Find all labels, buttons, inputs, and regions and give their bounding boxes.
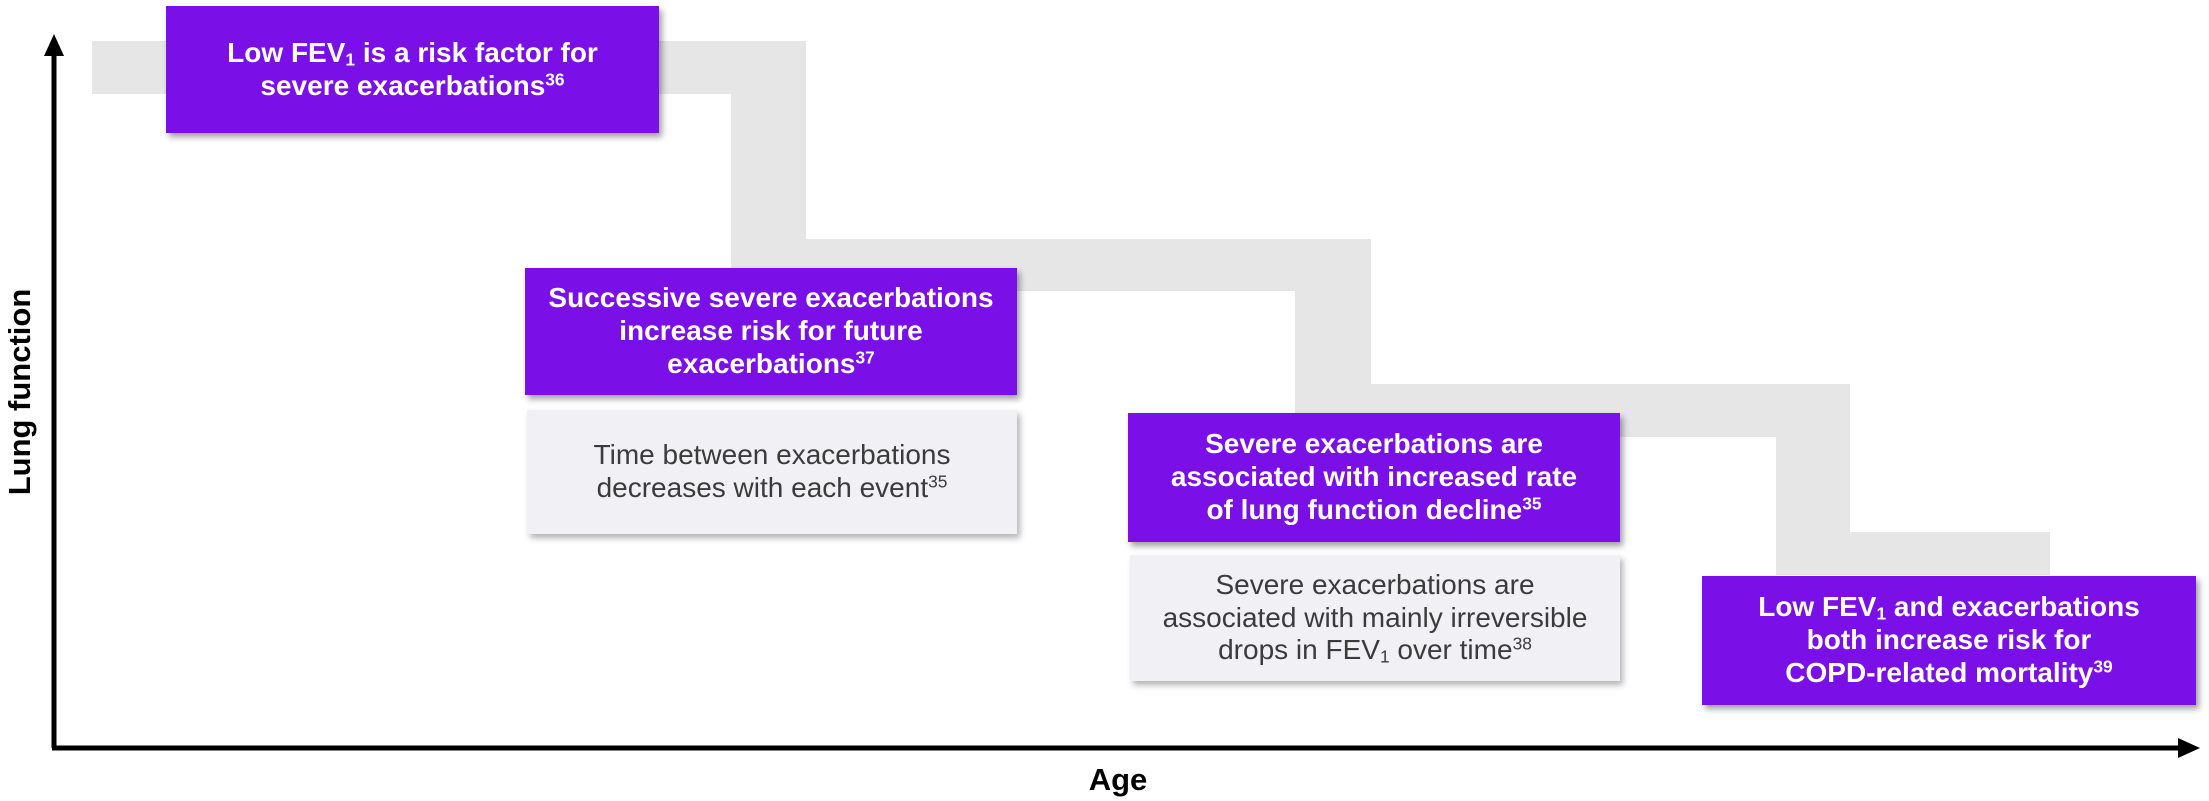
y-axis-label: Lung function — [2, 288, 37, 496]
step4-callout: Low FEV1 and exacerbations both increase… — [1702, 576, 2196, 705]
step3-note-c: drops in FEV — [1218, 634, 1380, 666]
step3-note-a: Severe exacerbations are — [1215, 568, 1535, 600]
step4-subscript: 1 — [1876, 603, 1887, 624]
step3-note-b: associated with mainly irreversible — [1162, 601, 1588, 633]
step1-callout-text: Low FEV1 is a risk factor for severe exa… — [227, 37, 598, 103]
step3-note-text: Severe exacerbations are associated with… — [1163, 569, 1588, 667]
y-axis-arrowhead — [44, 34, 64, 56]
step2-note-b: decreases with each event — [596, 472, 929, 503]
step1-subscript: 1 — [345, 49, 356, 70]
step4-reference: 39 — [2093, 656, 2113, 677]
x-axis-arrowhead — [2178, 738, 2200, 758]
step2-text-b: increase risk for future — [619, 315, 923, 347]
step3-note-d: over time — [1389, 634, 1513, 666]
step2-callout-text: Successive severe exacerbations increase… — [548, 282, 993, 380]
step3-callout-text: Severe exacerbations are associated with… — [1171, 428, 1577, 526]
step4-text-c: both increase risk for — [1806, 624, 2092, 656]
step3-note-reference: 38 — [1512, 633, 1532, 654]
step2-note-text: Time between exacerbations decreases wit… — [594, 439, 951, 505]
step3-text-b: associated with increased rate — [1170, 461, 1578, 493]
step4-text-a: Low FEV — [1758, 591, 1877, 623]
step1-text-a: Low FEV — [227, 36, 346, 68]
step1-reference: 36 — [545, 68, 565, 89]
step3-note: Severe exacerbations are associated with… — [1130, 555, 1620, 681]
step4-text-b: and exacerbations — [1886, 591, 2140, 623]
step3-note-subscript: 1 — [1379, 646, 1390, 667]
step4-text-d: COPD-related mortality — [1785, 656, 2094, 688]
step3-reference: 35 — [1522, 493, 1542, 514]
step2-note: Time between exacerbations decreases wit… — [527, 410, 1017, 534]
step1-text-b: is a risk factor for — [355, 36, 598, 68]
step2-text-a: Successive severe exacerbations — [548, 282, 994, 314]
step2-callout: Successive severe exacerbations increase… — [525, 268, 1017, 395]
step2-note-a: Time between exacerbations — [593, 439, 951, 471]
step1-text-c: severe exacerbations — [260, 69, 546, 101]
x-axis-label: Age — [1088, 762, 1148, 797]
step3-text-c: of lung function decline — [1206, 493, 1523, 525]
step2-note-reference: 35 — [928, 471, 948, 492]
step1-callout: Low FEV1 is a risk factor for severe exa… — [166, 6, 659, 133]
step4-callout-text: Low FEV1 and exacerbations both increase… — [1758, 591, 2140, 689]
step2-text-c: exacerbations — [667, 347, 856, 379]
step2-reference: 37 — [855, 347, 875, 368]
step3-text-a: Severe exacerbations are — [1205, 428, 1543, 460]
step3-callout: Severe exacerbations are associated with… — [1128, 413, 1620, 542]
